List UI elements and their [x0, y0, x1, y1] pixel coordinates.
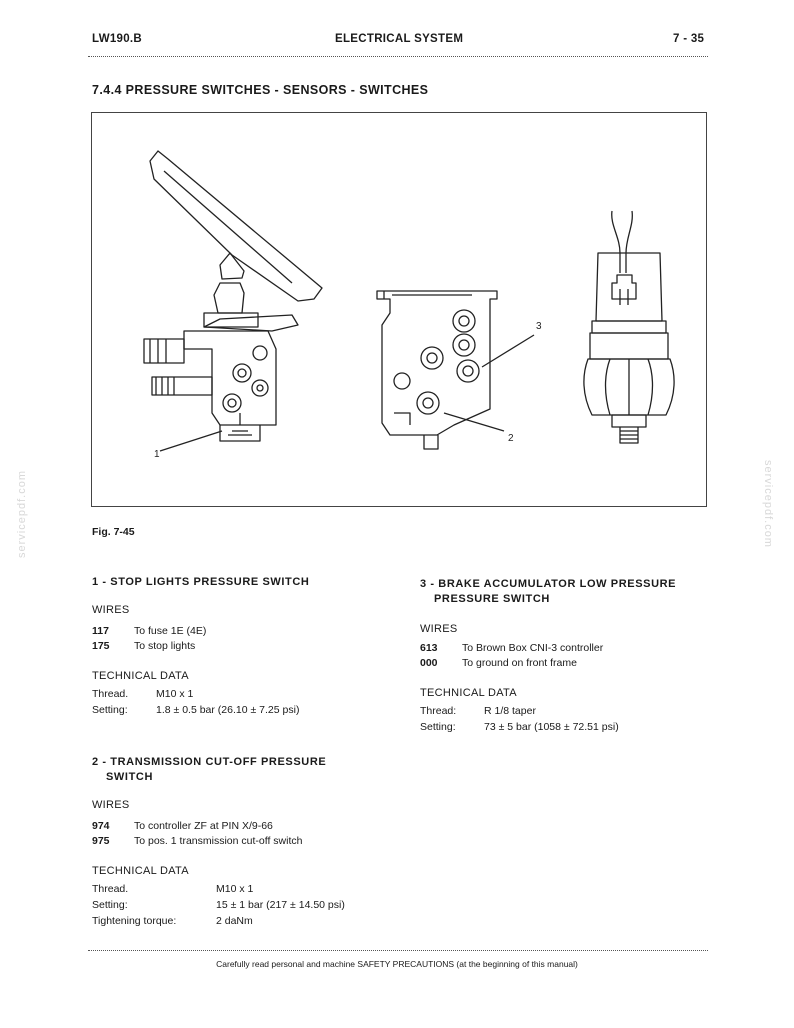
- tech-label: Setting:: [92, 899, 128, 911]
- tech-value: 1.8 ± 0.5 bar (26.10 ± 7.25 psi): [156, 704, 300, 716]
- wire-row: 175 To stop lights: [92, 640, 195, 652]
- section-title: 7.4.4 PRESSURE SWITCHES - SENSORS - SWIT…: [92, 83, 429, 97]
- wire-row: 000 To ground on front frame: [420, 657, 577, 669]
- wire-code: 175: [92, 640, 110, 652]
- tech-label: Setting:: [92, 704, 128, 716]
- wire-destination: To ground on front frame: [462, 657, 577, 669]
- footer-rule: [88, 950, 708, 951]
- tech-row: Setting: 1.8 ± 0.5 bar (26.10 ± 7.25 psi…: [92, 704, 299, 716]
- section-1-title: 1 - STOP LIGHTS PRESSURE SWITCH: [92, 576, 310, 588]
- section-3-tech-label: TECHNICAL DATA: [420, 687, 517, 699]
- wire-row: 613 To Brown Box CNI-3 controller: [420, 642, 603, 654]
- figure-frame: 1 2 3: [91, 112, 707, 507]
- tech-value: 73 ± 5 bar (1058 ± 72.51 psi): [484, 721, 619, 733]
- brake-accumulator-switch: [583, 210, 675, 444]
- tech-row: Thread. M10 x 1: [92, 883, 253, 895]
- section-3-wires-label: WIRES: [420, 623, 458, 635]
- wire-row: 975 To pos. 1 transmission cut-off switc…: [92, 835, 302, 847]
- callout-1: 1: [154, 449, 160, 460]
- wire-code: 000: [420, 657, 438, 669]
- tech-label: Thread:: [420, 705, 457, 717]
- tech-row: Thread. M10 x 1: [92, 688, 193, 700]
- tech-label: Setting:: [420, 721, 456, 733]
- wire-destination: To Brown Box CNI-3 controller: [462, 642, 604, 654]
- header-rule: [88, 56, 708, 57]
- watermark-right: servicepdf.com: [762, 460, 774, 548]
- transmission-cutoff-switch-assembly: [376, 290, 535, 450]
- tech-row: Setting: 73 ± 5 bar (1058 ± 72.51 psi): [420, 721, 619, 733]
- section-2-tech-label: TECHNICAL DATA: [92, 865, 189, 877]
- tech-label: Thread.: [92, 883, 129, 895]
- section-1-tech-label: TECHNICAL DATA: [92, 670, 189, 682]
- tech-label: Thread.: [92, 688, 129, 700]
- section-1-wires-label: WIRES: [92, 604, 130, 616]
- tech-value: R 1/8 taper: [484, 705, 536, 717]
- wire-code: 117: [92, 625, 109, 637]
- wire-code: 975: [92, 835, 110, 847]
- tech-value: 15 ± 1 bar (217 ± 14.50 psi): [216, 899, 345, 911]
- section-3-title: 3 - BRAKE ACCUMULATOR LOW PRESSURE: [420, 578, 677, 590]
- section-3-title-cont: PRESSURE SWITCH: [434, 593, 550, 605]
- section-2-wires-label: WIRES: [92, 799, 130, 811]
- tech-row: Tightening torque: 2 daNm: [92, 915, 253, 927]
- tech-label: Tightening torque:: [92, 915, 177, 927]
- wire-destination: To controller ZF at PIN X/9-66: [134, 820, 273, 832]
- section-2-title: 2 - TRANSMISSION CUT-OFF PRESSURE: [92, 756, 327, 768]
- tech-value: 2 daNm: [216, 915, 253, 927]
- watermark-left: servicepdf.com: [16, 470, 28, 558]
- footer-note: Carefully read personal and machine SAFE…: [216, 959, 578, 969]
- tech-row: Setting: 15 ± 1 bar (217 ± 14.50 psi): [92, 899, 345, 911]
- wire-destination: To stop lights: [134, 640, 196, 652]
- pressure-switches-illustration: 1 2 3: [143, 150, 675, 460]
- tech-value: M10 x 1: [216, 883, 254, 895]
- tech-row: Thread: R 1/8 taper: [420, 705, 536, 717]
- wire-code: 613: [420, 642, 438, 654]
- doc-code: LW190.B: [92, 33, 143, 45]
- wire-destination: To pos. 1 transmission cut-off switch: [134, 835, 303, 847]
- figure-caption: Fig. 7-45: [92, 526, 135, 538]
- wire-row: 974 To controller ZF at PIN X/9-66: [92, 820, 273, 832]
- wire-code: 974: [92, 820, 110, 832]
- page-number: 7 - 35: [673, 33, 705, 45]
- stop-light-switch-assembly: [143, 150, 323, 452]
- wire-row: 117 To fuse 1E (4E): [92, 625, 206, 637]
- section-2-title-cont: SWITCH: [106, 771, 153, 783]
- wire-destination: To fuse 1E (4E): [134, 625, 207, 637]
- tech-value: M10 x 1: [156, 688, 194, 700]
- chapter-title: ELECTRICAL SYSTEM: [335, 33, 464, 45]
- callout-2: 2: [508, 433, 514, 444]
- callout-3: 3: [536, 321, 542, 332]
